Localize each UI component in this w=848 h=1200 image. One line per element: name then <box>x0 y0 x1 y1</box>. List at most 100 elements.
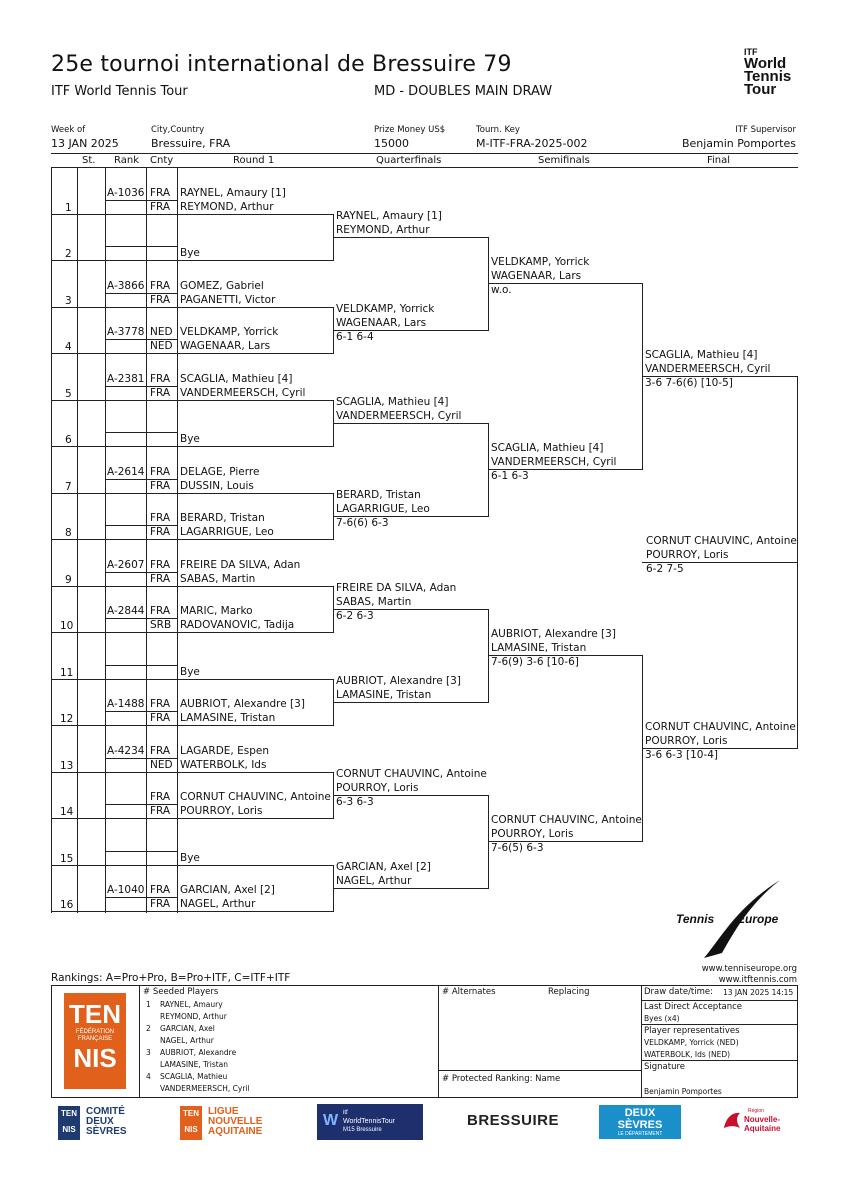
seed-player-2: NAGEL, Arthur <box>160 1036 214 1045</box>
draw-col-separator <box>77 167 78 913</box>
entry-player-2: SABAS, Martin <box>180 572 256 585</box>
draw-partner-line <box>105 757 177 759</box>
entry-player-1: AUBRIOT, Alexandre [3] <box>180 698 305 710</box>
sf-match-player-1: SCAGLIA, Mathieu [4] <box>491 442 604 455</box>
tennis-europe-logo: Tennis Europe <box>676 878 798 963</box>
sf-match-player-1: AUBRIOT, Alexandre [3] <box>491 628 616 641</box>
draw-partner-line <box>105 246 177 247</box>
draw-position-number: 6 <box>65 434 72 446</box>
champion-score: 6-2 7-5 <box>646 563 684 576</box>
draw-row-line <box>51 446 333 447</box>
supervisor-value: Benjamin Pomportes <box>681 137 796 150</box>
draw-col-separator <box>177 167 178 913</box>
qf-match-player-1: RAYNEL, Amaury [1] <box>336 209 442 222</box>
sf-match-line <box>488 655 642 657</box>
qf-match-player-2: WAGENAAR, Lars <box>336 316 427 329</box>
entry-country-1: FRA <box>150 372 171 385</box>
tennis-europe-swoosh-icon <box>704 880 780 958</box>
last-direct-acceptance-label: Last Direct Acceptance <box>644 1002 743 1012</box>
city-label: City,Country <box>151 125 205 135</box>
draw-position-number: 13 <box>60 759 74 772</box>
qf-match-player-1: SCAGLIA, Mathieu [4] <box>336 395 449 408</box>
draw-row-line <box>51 353 333 354</box>
qf-match-line <box>333 794 488 796</box>
final-match-player-2: POURROY, Loris <box>645 735 728 748</box>
entry-country-2: FRA <box>150 805 171 817</box>
final-match-score: 3-6 6-3 [10-4] <box>645 749 718 762</box>
draw-row-line <box>51 632 333 633</box>
champion-line <box>642 562 797 564</box>
entry-rank: A-1036 <box>107 186 145 199</box>
entry-country-2: FRA <box>150 293 171 306</box>
draw-position-number: 15 <box>60 852 74 865</box>
entry-player-1: BERARD, Tristan <box>180 512 265 524</box>
qf-match-player-1: AUBRIOT, Alexandre [3] <box>336 674 461 687</box>
draw-row-line <box>51 911 333 912</box>
last-direct-acceptance-value: Byes (x4) <box>644 1014 680 1023</box>
draw-position-number: 9 <box>65 573 72 586</box>
entry-player-2: Bye <box>180 851 200 864</box>
sponsor-region-nouvelle-aquitaine-logo: Région Nouvelle-Aquitaine <box>722 1108 792 1138</box>
entry-player-2: LAMASINE, Tristan <box>180 712 276 724</box>
entry-country-1: FRA <box>150 605 171 617</box>
tour-name: ITF World Tennis Tour <box>51 84 188 99</box>
col-round1: Round 1 <box>233 155 275 166</box>
player-rep-1: VELDKAMP, Yorrick (NED) <box>644 1038 739 1047</box>
sf-match-line <box>488 469 642 471</box>
entry-player-2: PAGANETTI, Victor <box>180 293 276 306</box>
url-itftennis[interactable]: www.itftennis.com <box>718 975 797 985</box>
qf-match-line <box>333 422 488 424</box>
rankings-note: Rankings: A=Pro+Pro, B=Pro+ITF, C=ITF+IT… <box>51 972 291 984</box>
seed-player-1: GARCIAN, Axel <box>160 1024 215 1033</box>
col-rank: Rank <box>114 155 139 166</box>
entry-rank: A-3866 <box>107 279 145 292</box>
entry-rank: A-1040 <box>107 884 145 896</box>
entry-player-1: GOMEZ, Gabriel <box>180 279 264 292</box>
entry-country-1: FRA <box>150 512 171 524</box>
entry-player-2: WAGENAAR, Lars <box>180 340 271 352</box>
signature-name: Benjamin Pomportes <box>644 1087 722 1096</box>
entry-player-1: LAGARDE, Espen <box>180 744 269 757</box>
draw-col-separator <box>51 167 52 913</box>
qf-match-line <box>333 236 488 238</box>
draw-position-number: 7 <box>65 480 72 493</box>
url-tenniseurope[interactable]: www.tenniseurope.org <box>701 964 797 974</box>
fft-logo: TEN FÉDÉRATION FRANÇAISE NIS <box>64 993 126 1089</box>
qf-match-score: 7-6(6) 6-3 <box>336 516 389 529</box>
sf-match-player-1: VELDKAMP, Yorrick <box>491 256 590 269</box>
seed-number: 2 <box>146 1024 151 1033</box>
draw-position-number: 11 <box>60 666 74 679</box>
qf-match-line <box>333 608 488 610</box>
draw-position-number: 4 <box>65 341 72 353</box>
week-label: Week of <box>51 125 86 135</box>
entry-rank: A-3778 <box>107 326 145 338</box>
draw-date-value: 13 JAN 2025 14:15 <box>723 988 794 997</box>
sponsor-bressuire-logo: BRESSUIRE <box>467 1112 560 1129</box>
entry-player-2: Bye <box>180 665 200 678</box>
entry-country-2: NED <box>150 340 173 352</box>
prize-value: 15000 <box>374 137 409 150</box>
itf-world-tennis-tour-logo: ITF World Tennis Tour <box>744 47 792 98</box>
entry-player-2: REYMOND, Arthur <box>180 200 274 213</box>
seed-number: 4 <box>146 1072 151 1081</box>
seed-player-1: AUBRIOT, Alexandre <box>160 1048 237 1057</box>
entry-rank: A-2614 <box>107 465 145 478</box>
footer-panel <box>51 985 798 1098</box>
entry-player-2: Bye <box>180 247 200 259</box>
entry-rank: A-4234 <box>107 744 145 757</box>
sf-match-line <box>488 283 642 285</box>
prize-label: Prize Money US$ <box>374 125 446 135</box>
sf-match-line <box>488 841 642 843</box>
entry-country-1: FRA <box>150 558 171 571</box>
draw-row-line <box>51 678 333 680</box>
qf-match-score: 6-2 6-3 <box>336 609 374 622</box>
draw-row-line <box>51 306 333 308</box>
week-value: 13 JAN 2025 <box>51 137 119 150</box>
seed-player-2: REYMOND, Arthur <box>160 1012 227 1021</box>
city-value: Bressuire, FRA <box>151 137 231 150</box>
entry-country-1: NED <box>150 326 173 338</box>
draw-partner-line <box>105 432 177 433</box>
entry-player-2: DUSSIN, Louis <box>180 479 254 492</box>
sf-match-score: 6-1 6-3 <box>491 470 529 483</box>
